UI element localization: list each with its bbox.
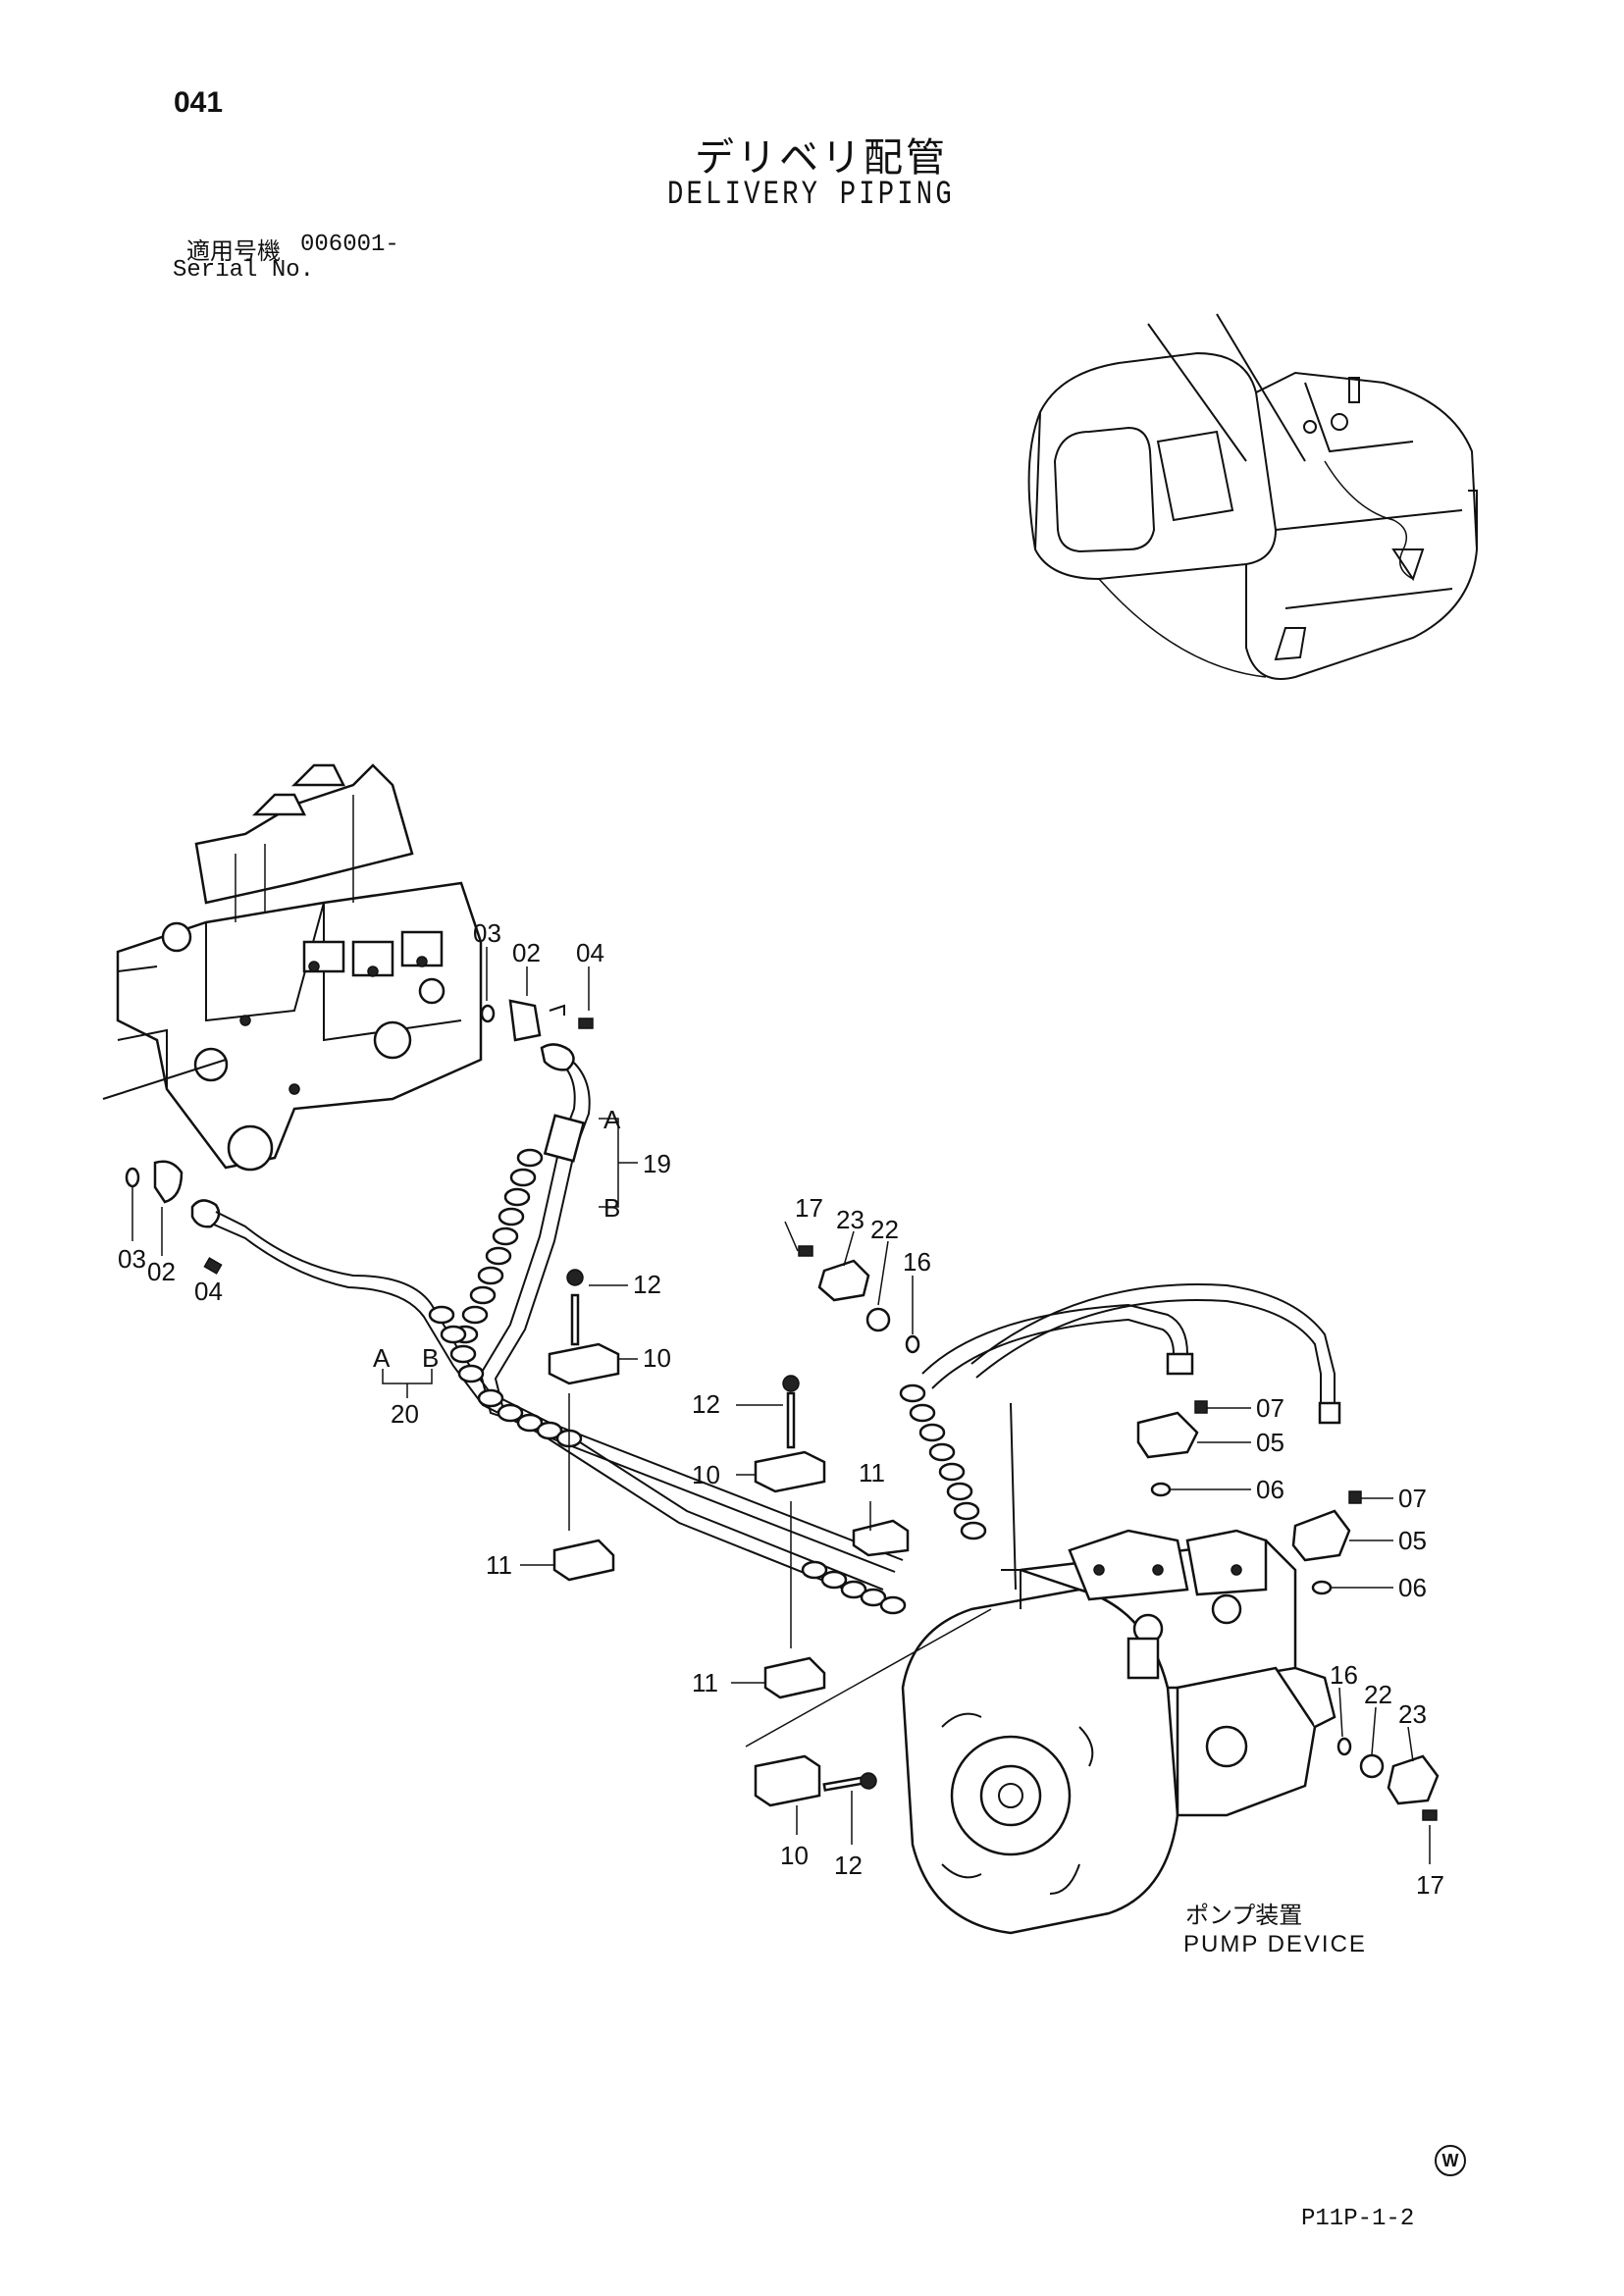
pump-device-label-japanese: ポンプ装置 [1185, 1903, 1303, 1929]
callout-03: 03 [118, 1244, 146, 1274]
callout-05: 05 [1256, 1428, 1284, 1457]
callout-23: 23 [836, 1205, 864, 1234]
callout-10: 10 [643, 1343, 671, 1373]
hose-20 [190, 1199, 904, 1602]
callout-11: 11 [692, 1668, 718, 1697]
callout-23: 23 [1398, 1699, 1427, 1729]
callout-19-b: B [603, 1193, 620, 1223]
callout-20-a: A [373, 1343, 391, 1373]
serial-label-english: Serial No. [173, 257, 315, 284]
serial-value: 006001- [300, 232, 399, 258]
fittings-control-valve [102, 999, 594, 1275]
callout-16: 16 [903, 1247, 931, 1277]
leader-lines [131, 947, 1431, 1864]
callout-12: 12 [834, 1851, 863, 1880]
pump-device-label-english: PUMP DEVICE [1183, 1931, 1367, 1957]
w-mark-icon: W [1435, 2145, 1466, 2176]
title-english: DELIVERY PIPING [667, 177, 955, 214]
pump-device-illustration [901, 1529, 1336, 1935]
pump-delivery-pipes [921, 1283, 1341, 1591]
callout-02: 02 [147, 1257, 176, 1286]
title-japanese: デリベリ配管 [695, 136, 948, 180]
callout-04: 04 [576, 938, 604, 967]
callout-20: 20 [391, 1399, 419, 1429]
callout-22: 22 [870, 1215, 899, 1244]
clamps [548, 1269, 992, 1807]
callout-04: 04 [194, 1277, 223, 1306]
callout-06: 06 [1398, 1573, 1427, 1602]
callout-19: 19 [643, 1149, 671, 1178]
callout-labels: 03 02 04 03 02 04 A B 19 A B 20 17 23 22… [118, 918, 1444, 1900]
callout-11: 11 [859, 1458, 885, 1487]
callout-07: 07 [1398, 1484, 1427, 1513]
callout-22: 22 [1364, 1680, 1392, 1709]
callout-02: 02 [512, 938, 541, 967]
callout-11: 11 [486, 1550, 512, 1580]
callout-06: 06 [1256, 1475, 1284, 1504]
callout-16: 16 [1330, 1660, 1358, 1690]
excavator-overview-illustration [1027, 313, 1479, 680]
page-number: 041 [174, 86, 224, 119]
flanges-pump-top [798, 1245, 1440, 1821]
control-valve-illustration [116, 763, 483, 1172]
spring-guard-coils [428, 1148, 987, 1615]
callout-05: 05 [1398, 1526, 1427, 1555]
callout-07: 07 [1256, 1393, 1284, 1423]
callout-03: 03 [473, 918, 501, 948]
callout-17: 17 [1416, 1870, 1444, 1900]
serial-label-japanese: 適用号機 [186, 238, 281, 265]
callout-17: 17 [795, 1193, 823, 1223]
callout-12: 12 [692, 1389, 720, 1419]
callout-20-b: B [422, 1343, 439, 1373]
callout-12: 12 [633, 1270, 661, 1299]
callout-19-a: A [603, 1105, 621, 1134]
hose-19 [479, 1043, 591, 1438]
callout-10: 10 [780, 1841, 809, 1870]
callout-10: 10 [692, 1460, 720, 1489]
drawing-code: P11P-1-2 [1301, 2206, 1415, 2232]
